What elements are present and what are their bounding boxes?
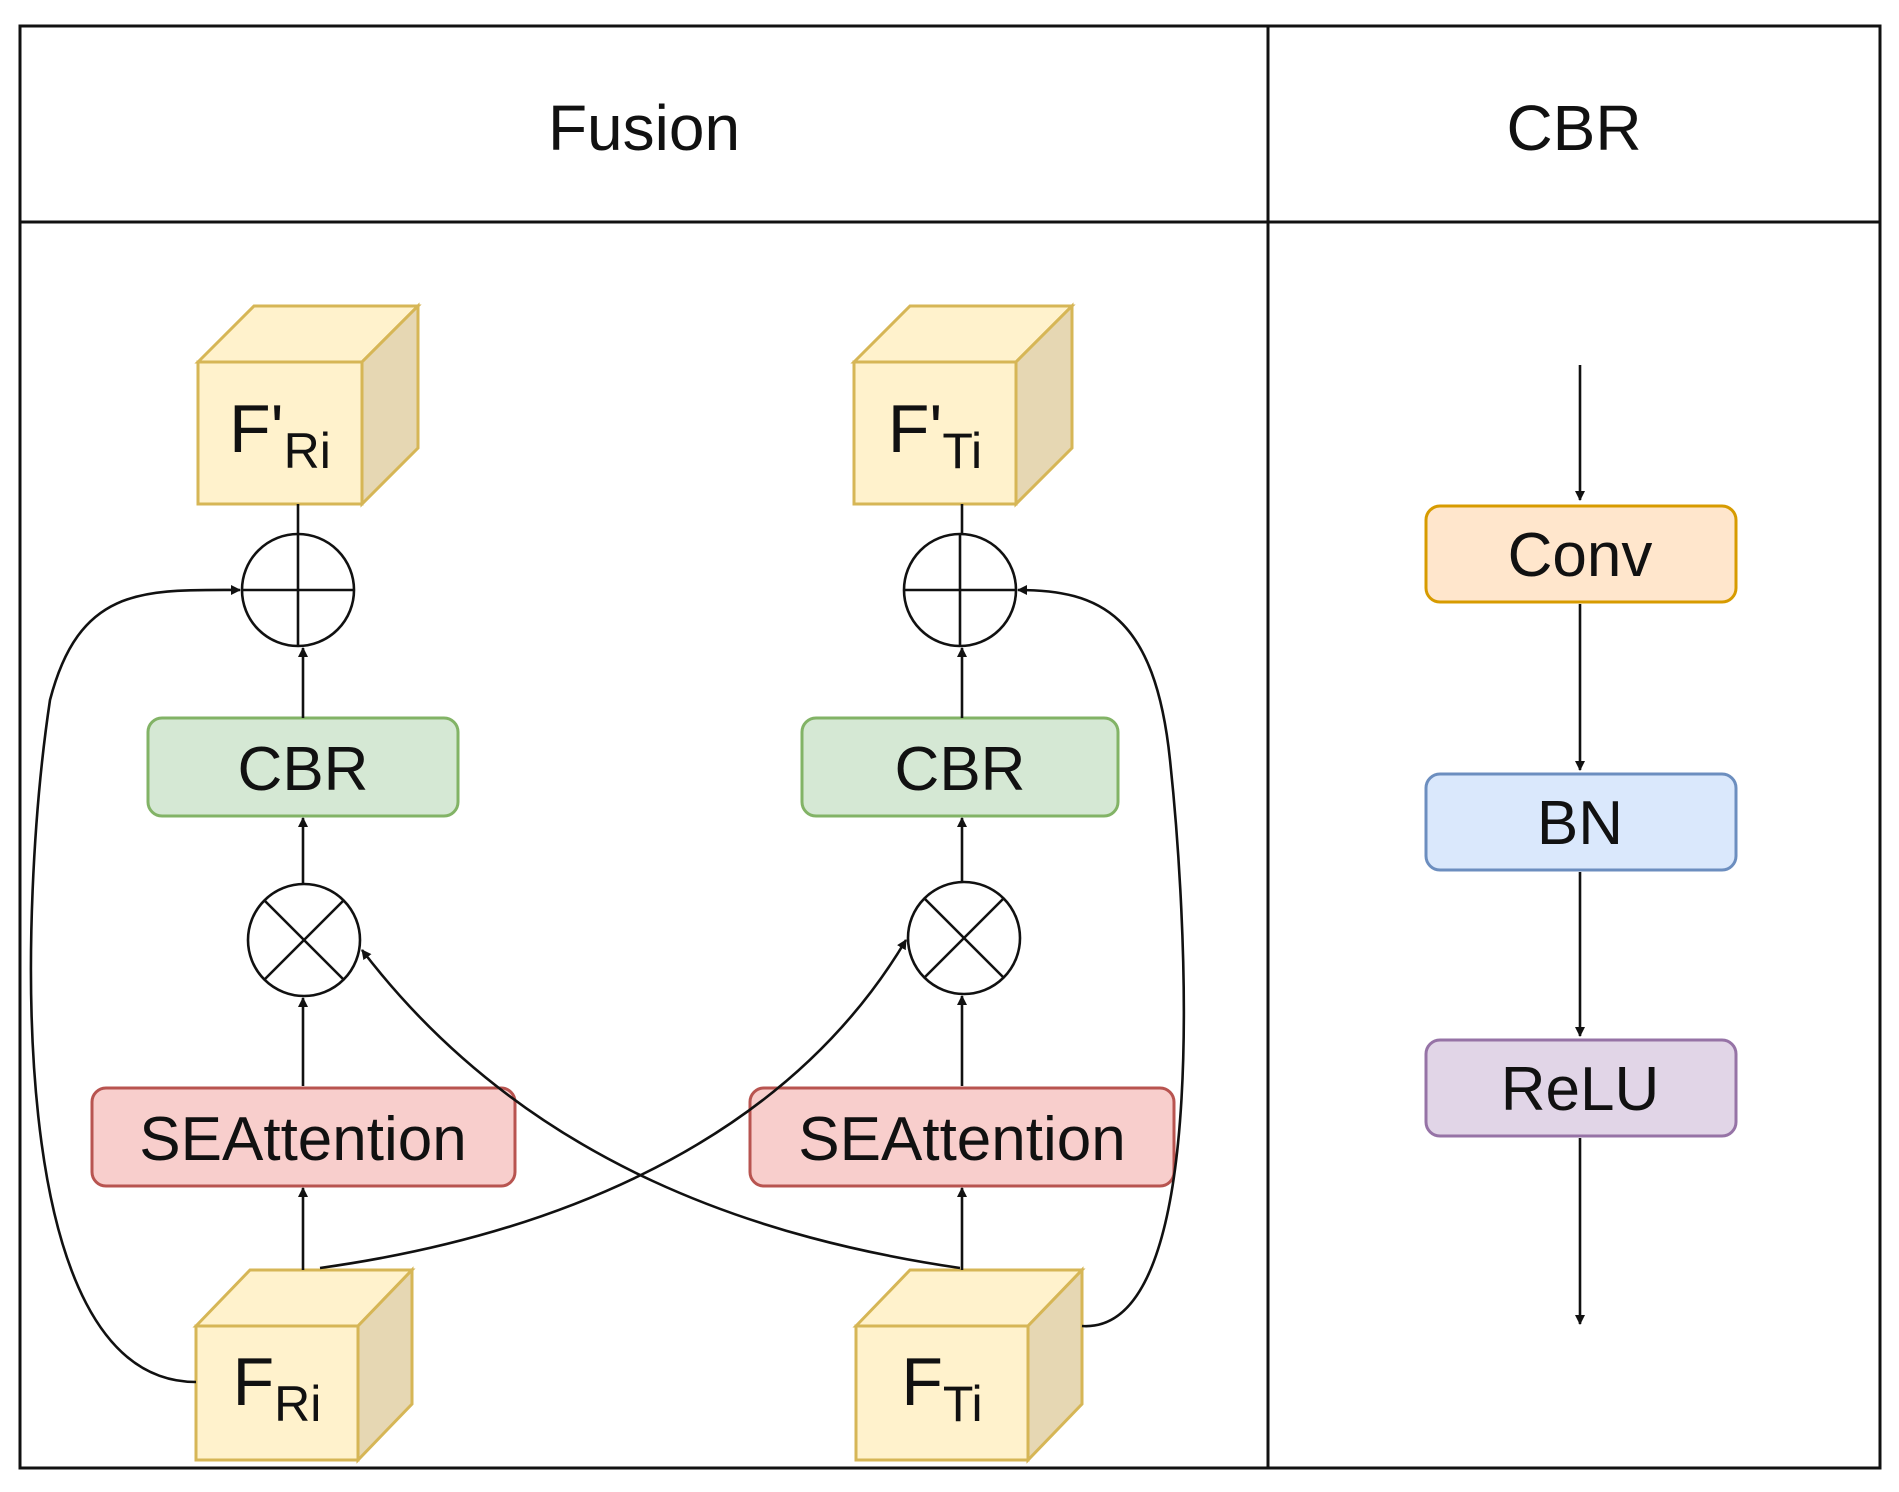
svg-text:FRi: FRi — [233, 1344, 322, 1432]
cbr-steps-panel: Conv BN ReLU — [1424, 365, 1738, 1325]
svg-text:F'Ri: F'Ri — [229, 391, 331, 479]
svg-text:FTi: FTi — [901, 1344, 982, 1432]
left-cbr-label: CBR — [238, 735, 369, 804]
svg-text:F'Ti: F'Ti — [888, 391, 982, 479]
left-input-label: F — [233, 1344, 275, 1420]
left-cbr-box: CBR — [146, 716, 460, 818]
right-cbr-label: CBR — [895, 735, 1026, 804]
right-multiply-node — [906, 880, 1022, 996]
fusion-header: Fusion — [548, 92, 740, 164]
right-output-cube: F'Ti — [850, 302, 1076, 508]
cbr-header: CBR — [1506, 92, 1641, 164]
left-multiply-node — [246, 882, 362, 998]
right-attention-box: SEAttention — [748, 1086, 1176, 1188]
left-input-cross-connection — [319, 939, 908, 1270]
right-cbr-box: CBR — [800, 716, 1120, 818]
left-attention-label: SEAttention — [139, 1105, 466, 1174]
left-output-label: F' — [229, 391, 284, 467]
bn-step-label: BN — [1537, 789, 1623, 858]
left-output-subscript: Ri — [284, 423, 331, 479]
right-output-label: F' — [888, 391, 943, 467]
left-input-subscript: Ri — [274, 1376, 321, 1432]
right-add-node — [902, 532, 1018, 648]
right-output-subscript: Ti — [942, 423, 982, 479]
fusion-connectors — [29, 504, 1186, 1384]
right-input-cross-connection — [360, 949, 961, 1270]
right-input-label: F — [901, 1344, 943, 1420]
conv-step: Conv — [1424, 504, 1738, 604]
bn-step: BN — [1424, 772, 1738, 872]
left-output-cube: F'Ri — [194, 302, 422, 508]
right-input-skip-connection — [1017, 585, 1186, 1328]
right-input-cube: FTi — [852, 1266, 1086, 1464]
relu-step: ReLU — [1424, 1038, 1738, 1138]
left-attention-box: SEAttention — [90, 1086, 517, 1188]
left-input-skip-connection — [29, 584, 241, 1384]
left-input-cube: FRi — [192, 1266, 416, 1464]
right-input-subscript: Ti — [943, 1376, 983, 1432]
left-add-node — [240, 532, 356, 648]
relu-step-label: ReLU — [1501, 1055, 1660, 1124]
conv-step-label: Conv — [1508, 521, 1653, 590]
right-attention-label: SEAttention — [798, 1105, 1125, 1174]
